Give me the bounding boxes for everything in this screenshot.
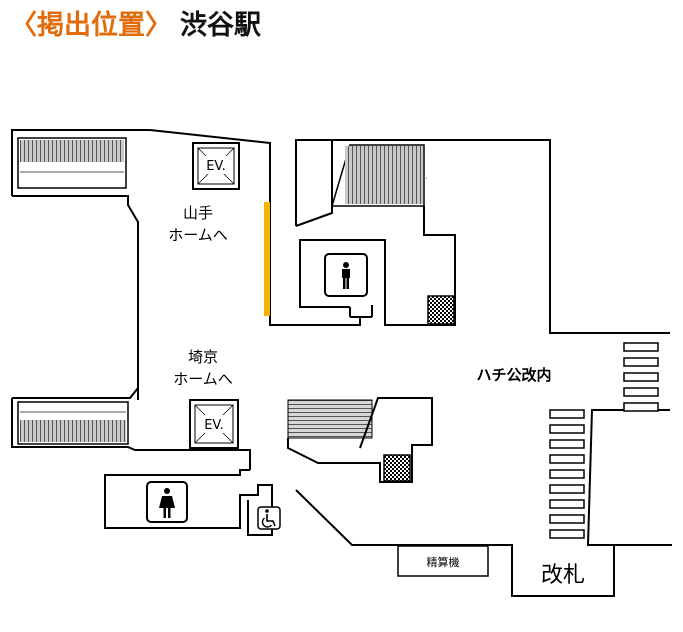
central-lower-block [287, 397, 433, 483]
accessible-restroom [247, 495, 281, 536]
crosswalk-stripes-gates [549, 409, 585, 539]
elevator-label-bottom: EV. [204, 418, 224, 433]
fare-machine-label: 精算機 [427, 555, 460, 569]
elevator-bottom: EV. [189, 399, 239, 449]
woman-icon [159, 488, 175, 518]
left-concourse-outline [11, 129, 361, 470]
central-upper-block [295, 139, 670, 334]
womens-restroom-area [104, 469, 273, 529]
saikyo-label-line2: ホームへ [173, 370, 233, 388]
crosswalk-stripes-vertical [623, 342, 659, 412]
wheelchair-icon [261, 509, 276, 528]
title-bracket-text: 〈掲出位置〉 [10, 10, 172, 41]
poster-location-highlight [264, 202, 270, 316]
hachiko-gate-label: ハチ公改内 [476, 366, 551, 384]
stairs-bottom-left [17, 401, 129, 445]
saikyo-label-line1: 埼京 [188, 348, 218, 366]
station-name: 渋谷駅 [180, 10, 261, 41]
man-icon [342, 262, 350, 289]
elevator-top: EV. [192, 142, 240, 190]
yamanote-label-line1: 山手 [183, 204, 213, 222]
fare-adjustment-machine: 精算機 [397, 545, 489, 577]
mens-restroom [324, 253, 368, 297]
page-title: 〈掲出位置〉渋谷駅 [10, 8, 261, 44]
yamanote-label-line2: ホームへ [168, 226, 228, 244]
ticket-gate-label: 改札 [541, 563, 585, 588]
tactile-block-lower [383, 454, 411, 482]
tactile-block-upper [427, 295, 455, 325]
stairs-top-left [17, 137, 127, 189]
elevator-label-top: EV. [206, 159, 226, 174]
